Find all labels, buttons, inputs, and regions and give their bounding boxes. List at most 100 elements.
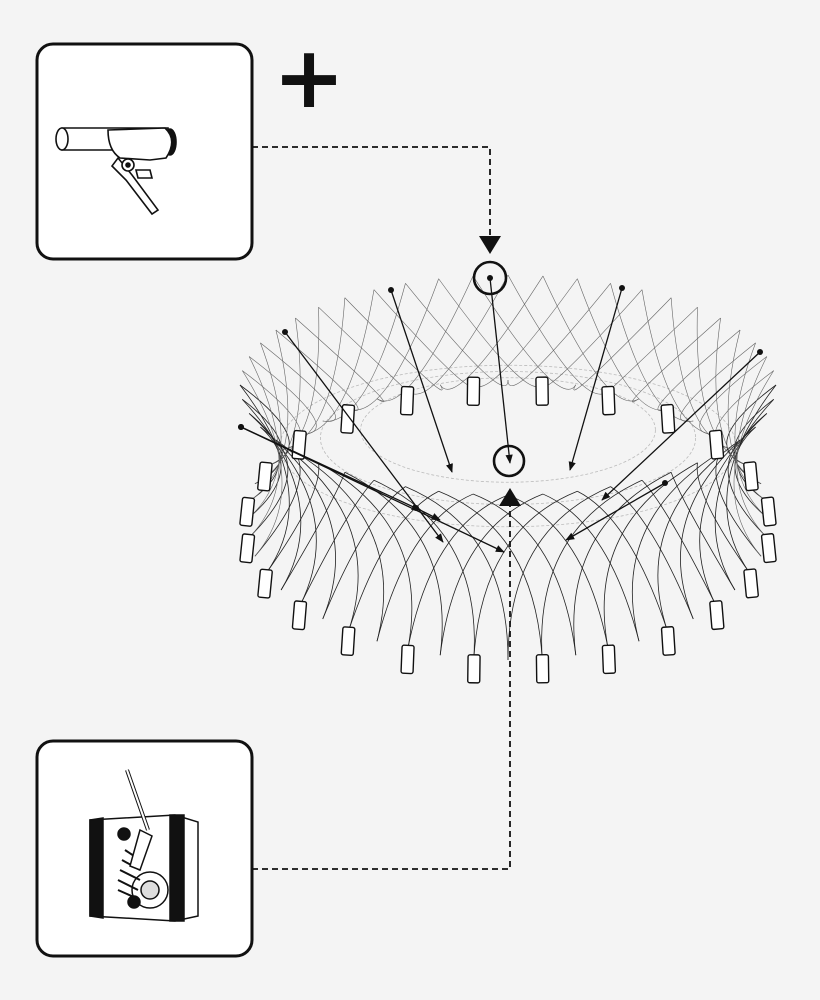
net-cable [680,426,756,620]
hanging-weight [257,568,273,599]
net-cable [275,439,359,632]
net-cable [344,297,443,391]
hanging-weight [709,600,725,631]
net-cable [734,342,771,521]
hanging-weight [257,461,273,492]
net-cable [715,317,762,485]
net-cable [699,356,768,436]
net-cable [265,307,320,467]
net-cable [376,275,474,402]
bottom-callout [35,739,254,958]
net-cable [376,493,474,642]
net-cable [318,462,413,650]
tension-arrow [390,289,453,473]
hanging-weight [601,644,617,675]
net-cable [254,451,301,557]
net-cable [295,451,384,642]
net-cable [736,356,768,539]
net-cable [542,493,640,642]
net-cable [281,297,346,451]
top-connector-arrowhead [479,236,501,254]
net-cable [573,297,672,391]
net-cable [241,399,302,591]
hanging-weight [466,376,481,406]
net-cable [265,462,320,574]
net-cable [348,490,439,632]
net-cable [680,342,756,422]
net-cable [260,342,336,422]
net-cable [577,278,668,411]
net-cable [541,479,643,659]
net-cable [696,462,751,574]
net-cable [348,278,439,411]
hanging-weight [340,626,356,657]
net-cable [407,274,509,395]
inner-mesh-ring [360,377,656,483]
bottom-connector-line [252,503,511,870]
net-cable [641,289,716,436]
net-cable [727,439,769,539]
net-cable [603,462,698,650]
hanging-weight [400,644,415,675]
net-cable [610,283,694,422]
top-connector-line [252,146,491,240]
hanging-weight [760,496,777,527]
net-cable [577,490,668,632]
hanging-weight [760,533,777,564]
tension-arrow [565,482,666,541]
net-cable [507,494,609,650]
hanging-weight [743,568,759,599]
net-cable [610,486,694,620]
net-cable [573,471,672,656]
net-cable [438,490,543,659]
hanging-weight [535,654,550,684]
hanging-weight [708,429,725,460]
net-cable [295,317,384,403]
net-cable [280,472,346,591]
hanging-weight [239,533,256,564]
net-cable [245,342,282,521]
tension-arrow [568,287,623,471]
net-cable [322,486,406,620]
net-cable [472,493,577,656]
tension-arrow [489,277,513,464]
net-cable [260,426,336,620]
net-cable [439,493,544,656]
hanging-weight [467,654,481,684]
top-callout: + [35,28,345,261]
hanging-weight [660,626,676,656]
hanging-weight [660,403,676,434]
net-cable [507,283,611,386]
net-cable [322,283,406,422]
net-cable [439,275,544,390]
net-cable [242,370,283,557]
hanging-weight [535,376,549,406]
net-cable [715,451,762,557]
net-cable [507,274,609,395]
net-cable [542,275,640,402]
tension-arrow [240,426,421,511]
net-cable [714,399,775,591]
top-anchor-highlight [472,260,508,296]
bottom-connector-arrowhead [499,488,521,506]
hanging-weight [291,600,308,631]
net-cable [670,472,736,591]
net-cable [641,479,717,606]
net-cable [473,490,578,659]
tube-clamp-fitting-icon [55,127,177,216]
net-cable [715,370,774,451]
net-cable [726,384,777,574]
tension-arrow [601,351,761,501]
net-cable [373,479,475,659]
net-cable [632,317,721,403]
plus-symbol: + [273,28,345,128]
hanging-weight [239,496,256,527]
net-cable [245,426,282,521]
net-cable [507,486,611,661]
tension-arrow [284,331,444,543]
net-cable [405,283,509,386]
center-ring-highlight [492,444,526,478]
net-cable [734,426,771,521]
net-cable [657,439,741,632]
